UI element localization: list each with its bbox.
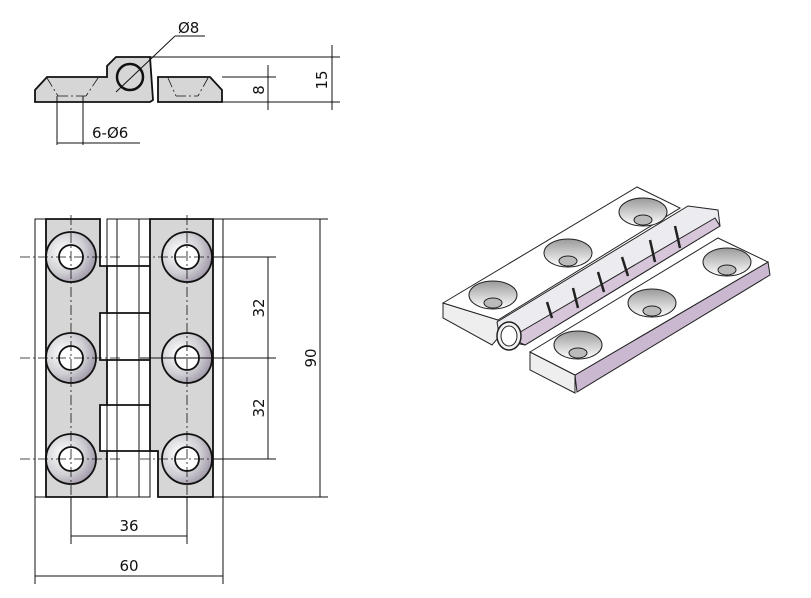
isometric-view	[441, 186, 771, 394]
pin-diameter-label: Ø8	[178, 19, 199, 37]
right-leaf-profile	[157, 76, 223, 103]
isometric-holes	[468, 197, 752, 360]
knuckle	[116, 218, 140, 498]
front-view: 32 32 90 36 60	[20, 215, 328, 584]
pin-leader-line	[115, 35, 176, 93]
countersink-hidden-lines	[46, 77, 209, 97]
side-view: Ø8 15 8 6-Ø6	[34, 19, 340, 145]
lower-pitch-label: 32	[250, 398, 268, 417]
total-height-label: 15	[313, 70, 331, 89]
hole-spacing-label: 36	[119, 517, 138, 535]
pin-circle	[115, 62, 145, 92]
center-lines	[20, 215, 230, 500]
holes-label: 6-Ø6	[92, 124, 128, 142]
upper-pitch-label: 32	[250, 298, 268, 317]
height-label: 90	[302, 348, 320, 367]
width-label: 60	[119, 557, 138, 575]
leaf-thickness-label: 8	[250, 85, 268, 95]
